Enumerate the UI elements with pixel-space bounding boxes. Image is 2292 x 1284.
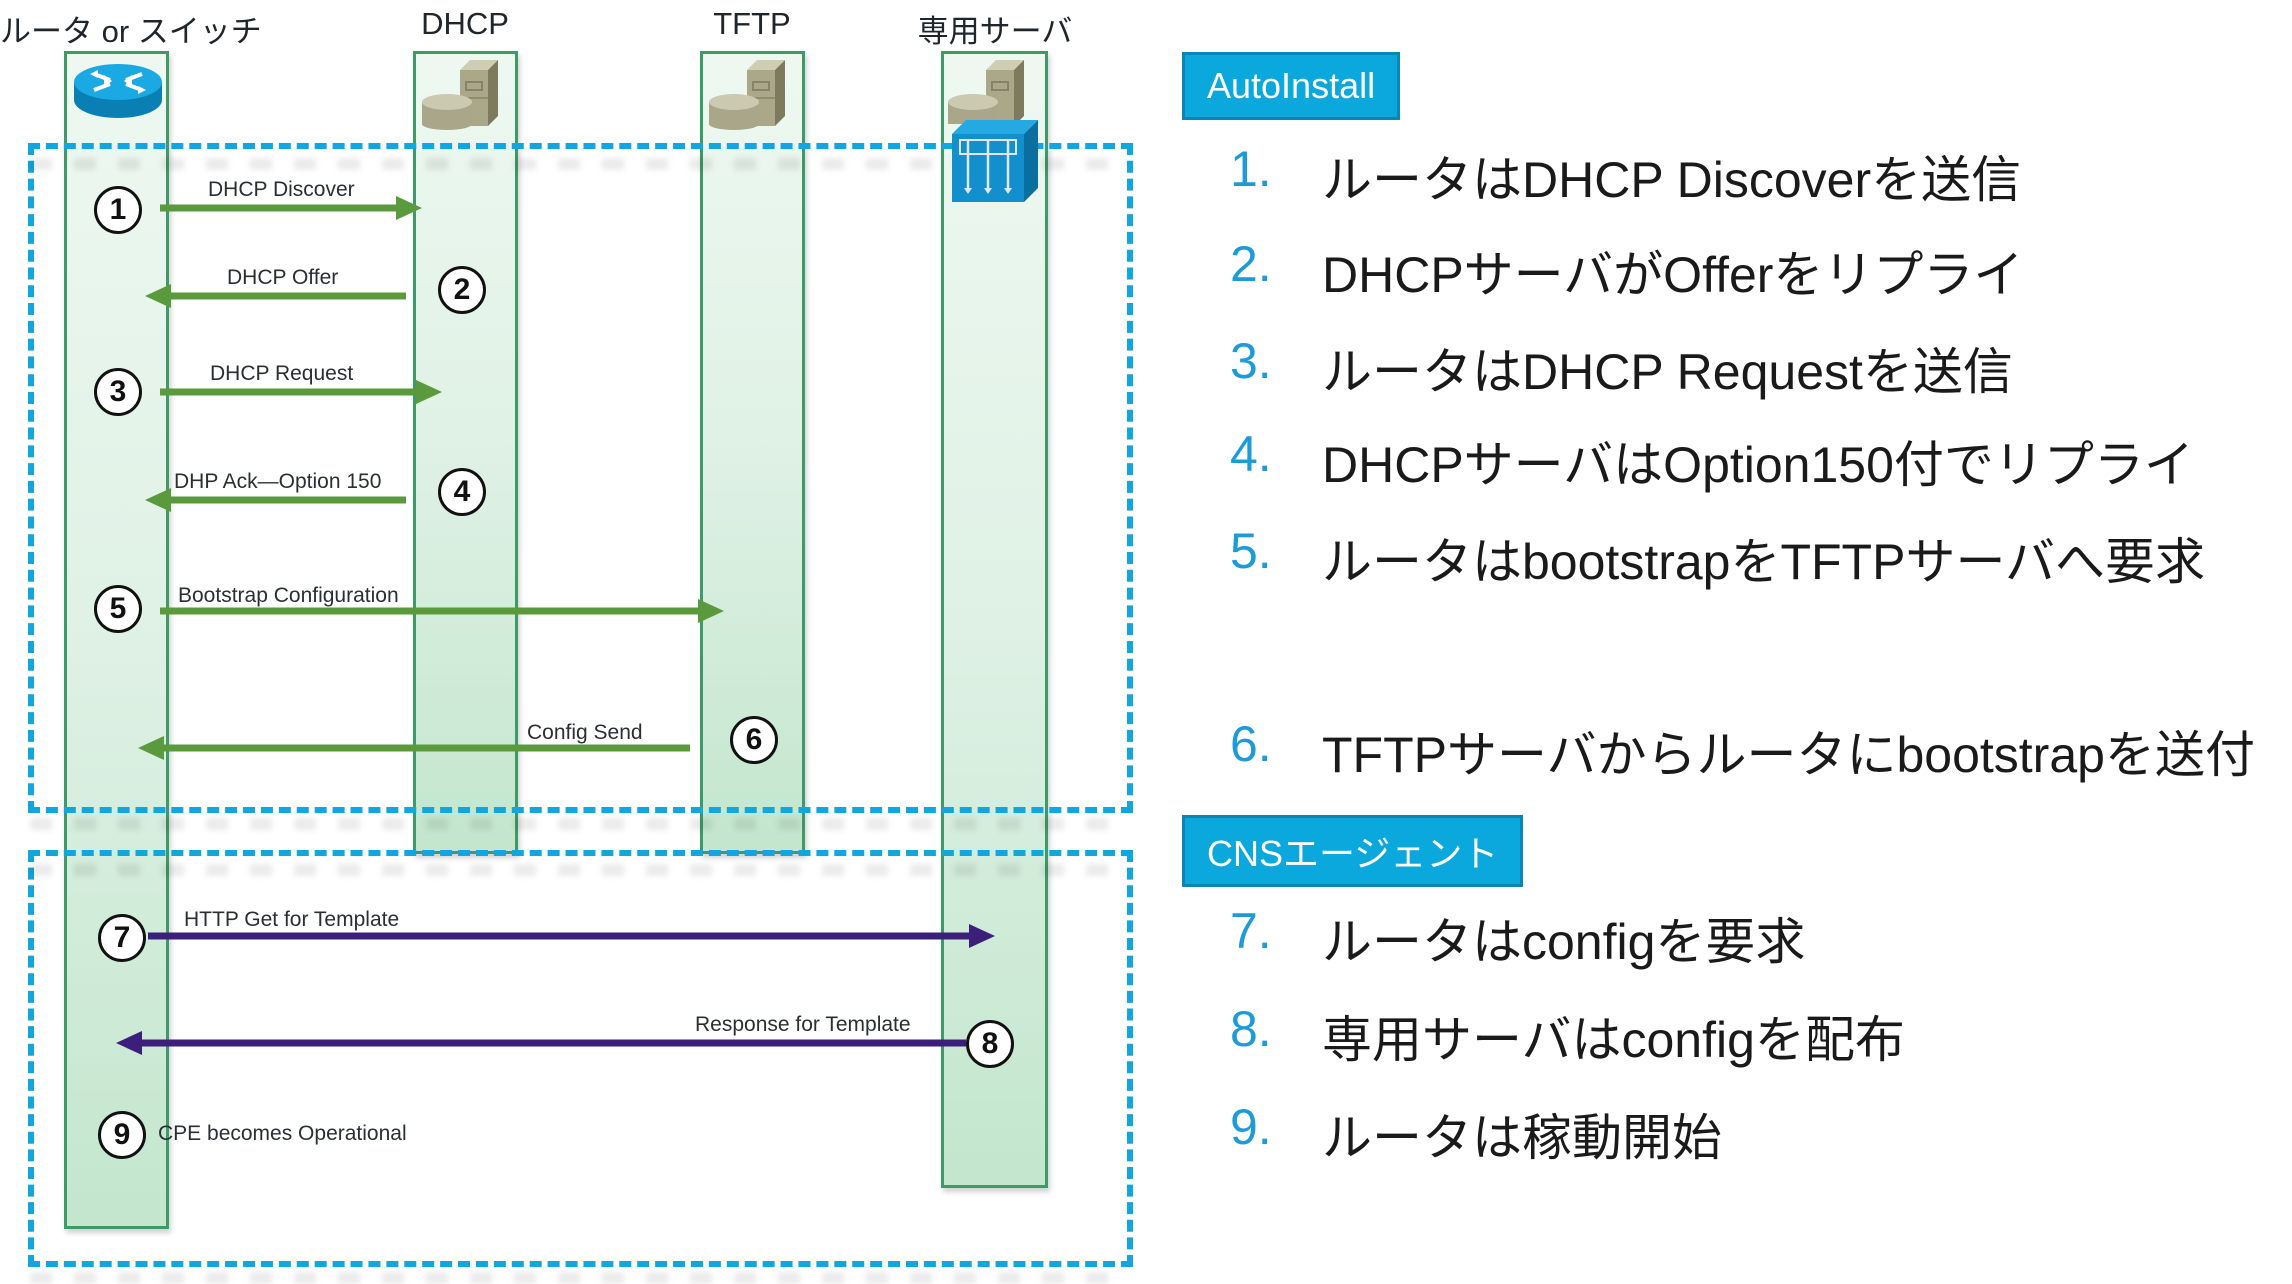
step-list-text: ルータはbootstrapをTFTPサーバへ要求 [1322,534,2205,590]
step-6-circle: 6 [730,716,778,764]
step-list-item: 1. ルータはDHCP Discoverを送信 [1230,140,2021,212]
step-5-circle: 5 [94,585,142,633]
step-list-item: 5. ルータはbootstrapをTFTPサーバへ要求 [1230,522,2205,594]
step-4-circle: 4 [438,468,486,516]
cns-agent-badge: CNSエージェント [1182,815,1524,887]
step-8-circle: 8 [966,1020,1014,1068]
msg-label-response-template: Response for Template [695,1013,911,1036]
step-list-text: DHCPサーバはOption150付でリプライ [1322,437,2194,493]
step-list-number: 2. [1230,236,1272,292]
msg-label-config-send: Config Send [527,721,643,744]
step-list-item: 4. DHCPサーバはOption150付でリプライ [1230,425,2194,497]
step-list-number: 6. [1230,716,1272,772]
switch-icon [952,120,1038,202]
dhcp-server-icon [422,60,498,130]
arrow-head-step-5 [698,599,724,623]
step-2-circle: 2 [438,266,486,314]
msg-label-cpe-operational: CPE becomes Operational [158,1122,407,1145]
step-list-item: 2. DHCPサーバがOfferをリプライ [1230,235,2023,307]
arrow-head-step-8 [116,1031,142,1055]
step-list-number: 3. [1230,333,1272,389]
msg-label-dhcp-ack: DHP Ack—Option 150 [174,470,382,493]
arrow-head-step-6 [138,736,164,760]
autoinstall-badge: AutoInstall [1182,52,1401,120]
step-list-number: 7. [1230,903,1272,959]
step-list-item: 3. ルータはDHCP Requestを送信 [1230,332,2013,404]
step-list-text: ルータは稼動開始 [1322,1110,1722,1166]
step-3-circle: 3 [94,368,142,416]
msg-label-dhcp-offer: DHCP Offer [227,266,339,289]
dash-shadow [30,864,1130,876]
router-icon [74,64,162,118]
message-arrows [116,196,995,1055]
msg-label-dhcp-request: DHCP Request [210,362,354,385]
step-list-text: TFTPサーバからルータにbootstrapを送付 [1322,727,2255,783]
arrow-head-step-7 [969,924,995,948]
arrow-head-step-3 [416,380,442,404]
step-list-item: 6. TFTPサーバからルータにbootstrapを送付 [1230,715,2255,787]
msg-label-bootstrap-config: Bootstrap Configuration [178,584,399,607]
tftp-server-icon [709,60,785,130]
lane-title-router: ルータ or スイッチ [0,14,262,49]
lane-title-server: 専用サーバ [917,14,1073,49]
lane-title-tftp: TFTP [713,6,791,41]
step-list-item: 8. 専用サーバはconfigを配布 [1230,1000,1905,1072]
step-list-text: ルータはDHCP Discoverを送信 [1322,152,2022,208]
step-list-text: ルータはDHCP Requestを送信 [1322,344,2013,400]
msg-label-dhcp-discover: DHCP Discover [208,178,355,201]
autoinstall-group-box [28,143,1133,813]
step-list-item: 7. ルータはconfigを要求 [1230,902,1805,974]
step-list-text: ルータはconfigを要求 [1322,914,1806,970]
msg-label-http-get: HTTP Get for Template [184,908,400,931]
arrow-head-step-4 [145,488,171,512]
lane-title-dhcp: DHCP [421,6,509,41]
dedicated-server-icon [948,60,1024,126]
dash-shadow [30,158,1130,170]
step-list-number: 1. [1230,141,1272,197]
step-9-circle: 9 [98,1111,146,1159]
step-7-circle: 7 [98,914,146,962]
dash-shadow [30,818,1130,830]
dash-shadow [30,1272,1130,1284]
arrow-head-step-2 [145,284,171,308]
step-1-circle: 1 [94,186,142,234]
step-list-number: 4. [1230,426,1272,482]
step-list-text: 専用サーバはconfigを配布 [1322,1012,1905,1068]
step-list-number: 9. [1230,1099,1272,1155]
step-list-text: DHCPサーバがOfferをリプライ [1322,247,2024,303]
step-list-number: 5. [1230,523,1272,579]
step-list-number: 8. [1230,1001,1272,1057]
arrow-head-step-1 [396,196,422,220]
lane-router [64,51,169,1229]
lane-server [941,51,1048,1188]
step-list-item: 9. ルータは稼動開始 [1230,1098,1722,1170]
lane-dhcp [413,51,518,854]
cns-agent-group-box [28,850,1133,1267]
